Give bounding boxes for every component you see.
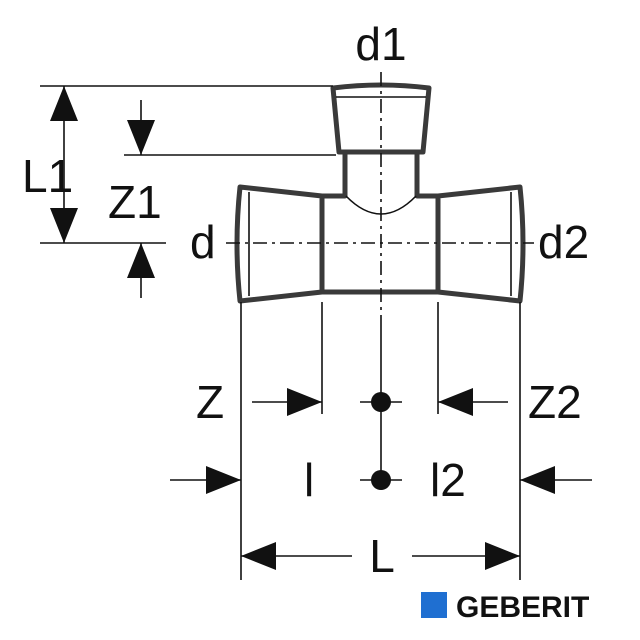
geberit-logo: GEBERIT — [421, 591, 589, 624]
left-socket — [234, 184, 325, 304]
Z-arrow — [287, 388, 322, 416]
tee-main-body — [319, 147, 441, 295]
l-arrow — [206, 466, 241, 494]
label-L1: L1 — [22, 150, 73, 202]
brand-name: GEBERIT — [456, 591, 589, 624]
center-dot-upper — [371, 392, 391, 412]
L1-top-arrow — [50, 86, 78, 121]
L1-bottom-arrow — [50, 208, 78, 243]
Z1-down-arrow — [127, 120, 155, 155]
label-L: L — [369, 530, 395, 582]
label-Z: Z — [196, 376, 224, 428]
brand-square-icon — [421, 592, 447, 618]
label-d2: d2 — [538, 216, 589, 268]
tee-fitting — [234, 82, 526, 304]
label-l2: l2 — [430, 454, 466, 506]
label-Z1: Z1 — [108, 176, 162, 228]
right-socket — [435, 184, 526, 304]
label-d: d — [190, 216, 216, 268]
L-right-arrow — [485, 542, 520, 570]
l2-arrow — [520, 466, 555, 494]
label-Z2: Z2 — [528, 376, 582, 428]
Z2-arrow — [438, 388, 473, 416]
center-dot-lower — [371, 470, 391, 490]
Z1-up-arrow — [127, 243, 155, 278]
label-l: l — [304, 454, 314, 506]
L-left-arrow — [241, 542, 276, 570]
label-d1: d1 — [355, 18, 406, 70]
